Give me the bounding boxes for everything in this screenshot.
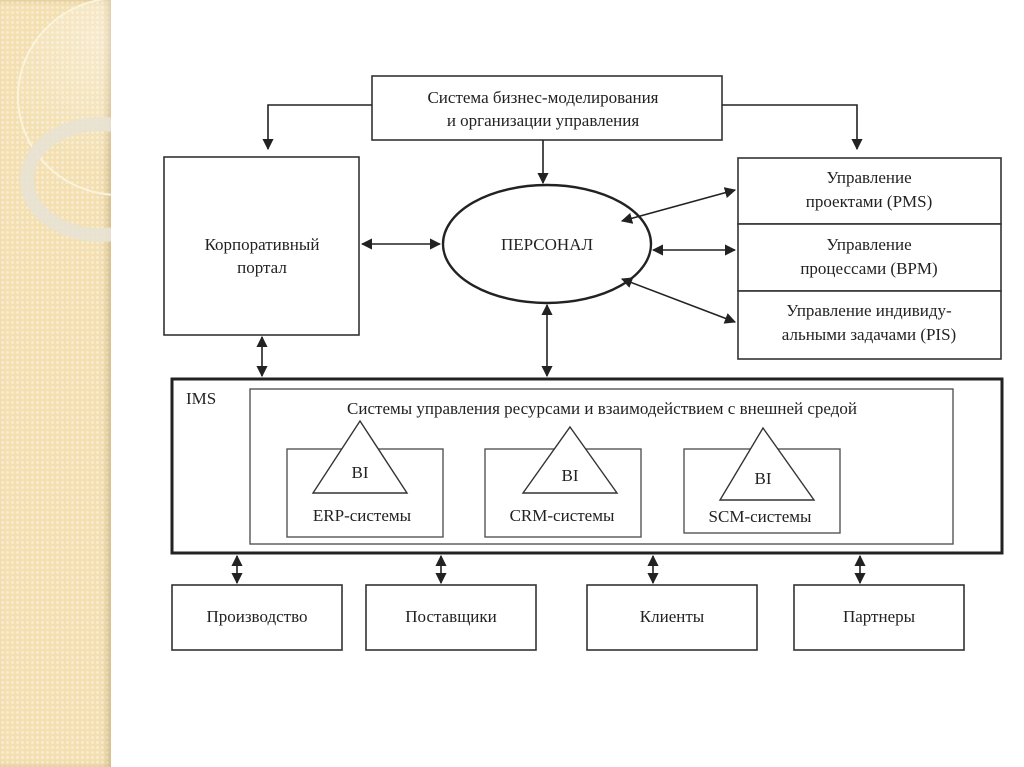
- suppliers-box: [365, 584, 537, 651]
- corporate-portal-box: Корпоративный портал: [163, 156, 360, 336]
- scm-system: BI SCM-системы: [683, 426, 841, 534]
- portal-line2: портал: [237, 258, 287, 277]
- bpm-box: [737, 223, 1002, 292]
- personnel-label: ПЕРСОНАЛ: [501, 235, 593, 254]
- erp-system: BI ERP-системы: [286, 419, 444, 538]
- external-boxes: Производство Поставщики Клиенты Партнеры: [171, 584, 965, 651]
- bi-triangle-icon: [718, 426, 816, 501]
- bpm-line2: процессами (BPM): [800, 259, 937, 278]
- production-box: [171, 584, 343, 651]
- resource-systems-title: Системы управления ресурсами и взаимодей…: [347, 399, 857, 418]
- ims-box: IMS Системы управления ресурсами и взаим…: [170, 377, 1004, 555]
- arrow-personnel-pms: [620, 187, 737, 224]
- arrow-to-portal: [262, 104, 372, 151]
- scm-label: SCM-системы: [709, 507, 812, 526]
- erp-bi-badge: BI: [352, 463, 369, 482]
- crm-system: BI CRM-системы: [484, 425, 642, 538]
- pis-line2: альными задачами (PIS): [782, 325, 956, 344]
- scm-bi-badge: BI: [755, 469, 772, 488]
- suppliers-label: Поставщики: [405, 607, 497, 626]
- resource-systems-box: [249, 388, 954, 545]
- business-modeling-line2: и организации управления: [447, 111, 640, 130]
- crm-bi-badge: BI: [562, 466, 579, 485]
- arrow-to-management: [722, 104, 863, 151]
- bpm-line1: Управление: [826, 235, 911, 254]
- clients-box: [586, 584, 758, 651]
- pis-box: [737, 290, 1002, 360]
- management-boxes: Управление проектами (PMS) Управление пр…: [737, 157, 1002, 360]
- pis-line1: Управление индивиду-: [786, 301, 952, 320]
- ims-label: IMS: [186, 389, 216, 408]
- pms-line2: проектами (PMS): [806, 192, 933, 211]
- partners-label: Партнеры: [843, 607, 916, 626]
- business-modeling-box: Система бизнес-моделирования и организац…: [371, 75, 723, 141]
- portal-line1: Корпоративный: [205, 235, 320, 254]
- production-label: Производство: [206, 607, 307, 626]
- personnel-ellipse: ПЕРСОНАЛ: [441, 183, 653, 305]
- decorative-side-panel: [0, 0, 111, 767]
- erp-label: ERP-системы: [313, 506, 412, 525]
- top-connectors: [262, 104, 863, 185]
- arrow-personnel-pis: [620, 277, 737, 324]
- business-modeling-line1: Система бизнес-моделирования: [427, 88, 658, 107]
- bi-triangle-icon: [521, 425, 619, 494]
- crm-label: CRM-системы: [510, 506, 615, 525]
- clients-label: Клиенты: [640, 607, 705, 626]
- bi-triangle-icon: [311, 419, 409, 494]
- pms-line1: Управление: [826, 168, 911, 187]
- partners-box: [793, 584, 965, 651]
